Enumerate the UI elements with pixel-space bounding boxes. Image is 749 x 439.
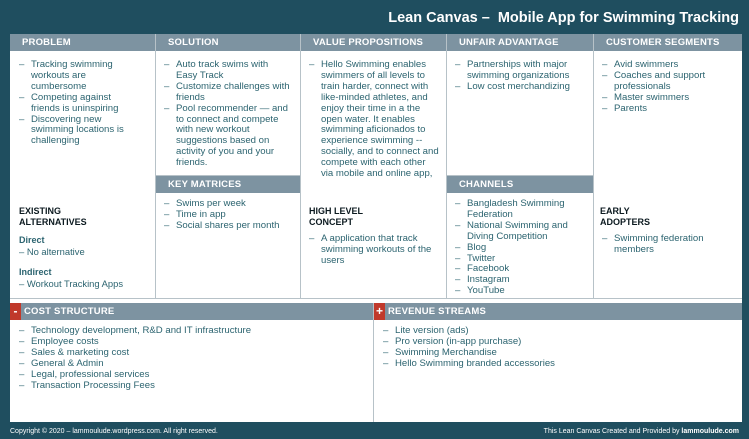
solution-header: SOLUTION: [156, 34, 300, 51]
list-item: Technology development, R&D and IT infra…: [19, 325, 359, 337]
credit-site: lammoulude.com: [681, 428, 739, 435]
direct-value: – No alternative: [19, 246, 85, 257]
page-title: Lean Canvas – Mobile App for Swimming Tr…: [388, 10, 739, 26]
customer-segments-block: CUSTOMER SEGMENTS Avid swimmers Coaches …: [594, 34, 742, 299]
list-item: Employee costs: [19, 336, 359, 348]
high-level-concept-title: HIGH LEVEL CONCEPT: [309, 206, 363, 227]
unfair-advantage-header: UNFAIR ADVANTAGE: [447, 34, 593, 51]
list-item: Swims per week: [164, 198, 292, 210]
channels-list: Bangladesh Swimming Federation National …: [455, 198, 590, 297]
list-item: Tracking swimming workouts are cumbersom…: [19, 59, 141, 93]
revenue-streams-header: REVENUE STREAMS: [374, 303, 742, 320]
list-item: Competing against friends is uninspiring: [19, 92, 141, 115]
early-adopters-list: Swimming federation members: [602, 233, 732, 256]
list-item: Discovering new swimming locations is ch…: [19, 114, 141, 148]
solution-list: Auto track swims with Easy Track Customi…: [164, 59, 292, 169]
list-item: Swimming federation members: [602, 233, 732, 256]
plus-icon: +: [374, 303, 385, 320]
list-item: Pool recommender — and to connect and co…: [164, 103, 292, 169]
list-item: Auto track swims with Easy Track: [164, 59, 292, 82]
list-item: General & Admin: [19, 358, 359, 370]
credit-text: This Lean Canvas Created and Provided by…: [544, 428, 739, 435]
indirect-label: Indirect: [19, 267, 52, 277]
list-item: Bangladesh Swimming Federation: [455, 198, 590, 221]
list-item: Blog: [455, 242, 590, 254]
list-item: Master swimmers: [602, 92, 732, 104]
unfair-advantage-list: Partnerships with major swimming organiz…: [455, 59, 585, 93]
list-item: Low cost merchandizing: [455, 81, 585, 93]
list-item: Facebook: [455, 264, 590, 276]
key-metrics-header: KEY MATRICES: [156, 176, 300, 193]
credit-prefix: This Lean Canvas Created and Provided by: [543, 428, 682, 435]
value-proposition-text: Hello Swimming enables swimmers of all l…: [309, 59, 439, 180]
key-metrics-list: Swims per week Time in app Social shares…: [164, 198, 292, 232]
lean-canvas: PROBLEM Tracking swimming workouts are c…: [10, 34, 742, 422]
list-item: Lite version (ads): [383, 325, 723, 337]
revenue-streams-list: Lite version (ads) Pro version (in-app p…: [383, 325, 723, 370]
list-item: Parents: [602, 103, 732, 115]
list-item: Hello Swimming branded accessories: [383, 358, 723, 370]
list-item: National Swimming and Diving Competition: [455, 220, 590, 243]
copyright-text: Copyright © 2020 – lammoulude.wordpress.…: [10, 428, 218, 435]
list-item: Partnerships with major swimming organiz…: [455, 59, 585, 82]
cost-structure-list: Technology development, R&D and IT infra…: [19, 325, 359, 392]
list-item: Pro version (in-app purchase): [383, 336, 723, 348]
customer-segments-list: Avid swimmers Coaches and support profes…: [602, 59, 732, 115]
cost-structure-block: COST STRUCTURE - Technology development,…: [10, 303, 374, 422]
problem-header: PROBLEM: [10, 34, 155, 51]
list-item: Swimming Merchandise: [383, 347, 723, 359]
list-item: A application that track swimming workou…: [309, 233, 439, 267]
cost-structure-header: COST STRUCTURE: [10, 303, 373, 320]
list-item: Instagram: [455, 274, 590, 286]
direct-label: Direct: [19, 235, 45, 245]
list-item: Social shares per month: [164, 220, 292, 232]
list-item: Coaches and support professionals: [602, 70, 732, 93]
value-propositions-header: VALUE PROPOSITIONS: [301, 34, 446, 51]
revenue-streams-block: REVENUE STREAMS + Lite version (ads) Pro…: [374, 303, 742, 422]
list-item: YouTube: [455, 285, 590, 297]
problem-block: PROBLEM Tracking swimming workouts are c…: [10, 34, 156, 299]
list-item: Sales & marketing cost: [19, 347, 359, 359]
solution-block: SOLUTION Auto track swims with Easy Trac…: [156, 34, 301, 176]
list-item: Customize challenges with friends: [164, 81, 292, 104]
problem-list: Tracking swimming workouts are cumbersom…: [19, 59, 141, 148]
value-propositions-block: VALUE PROPOSITIONS Hello Swimming enable…: [301, 34, 447, 299]
indirect-value: – Workout Tracking Apps: [19, 278, 124, 289]
high-level-concept-list: A application that track swimming workou…: [309, 233, 439, 267]
key-metrics-block: KEY MATRICES Swims per week Time in app …: [156, 176, 301, 299]
list-item: Transaction Processing Fees: [19, 380, 359, 392]
minus-icon: -: [10, 303, 21, 320]
list-item: Avid swimmers: [602, 59, 732, 71]
list-item: Time in app: [164, 209, 292, 221]
list-item: Legal, professional services: [19, 369, 359, 381]
channels-header: CHANNELS: [447, 176, 593, 193]
existing-alternatives-title: EXISTING ALTERNATIVES: [19, 206, 87, 227]
list-item: Twitter: [455, 253, 590, 265]
early-adopters-title: EARLY ADOPTERS: [600, 206, 651, 227]
channels-block: CHANNELS Bangladesh Swimming Federation …: [447, 176, 594, 299]
unfair-advantage-block: UNFAIR ADVANTAGE Partnerships with major…: [447, 34, 594, 176]
customer-segments-header: CUSTOMER SEGMENTS: [594, 34, 742, 51]
